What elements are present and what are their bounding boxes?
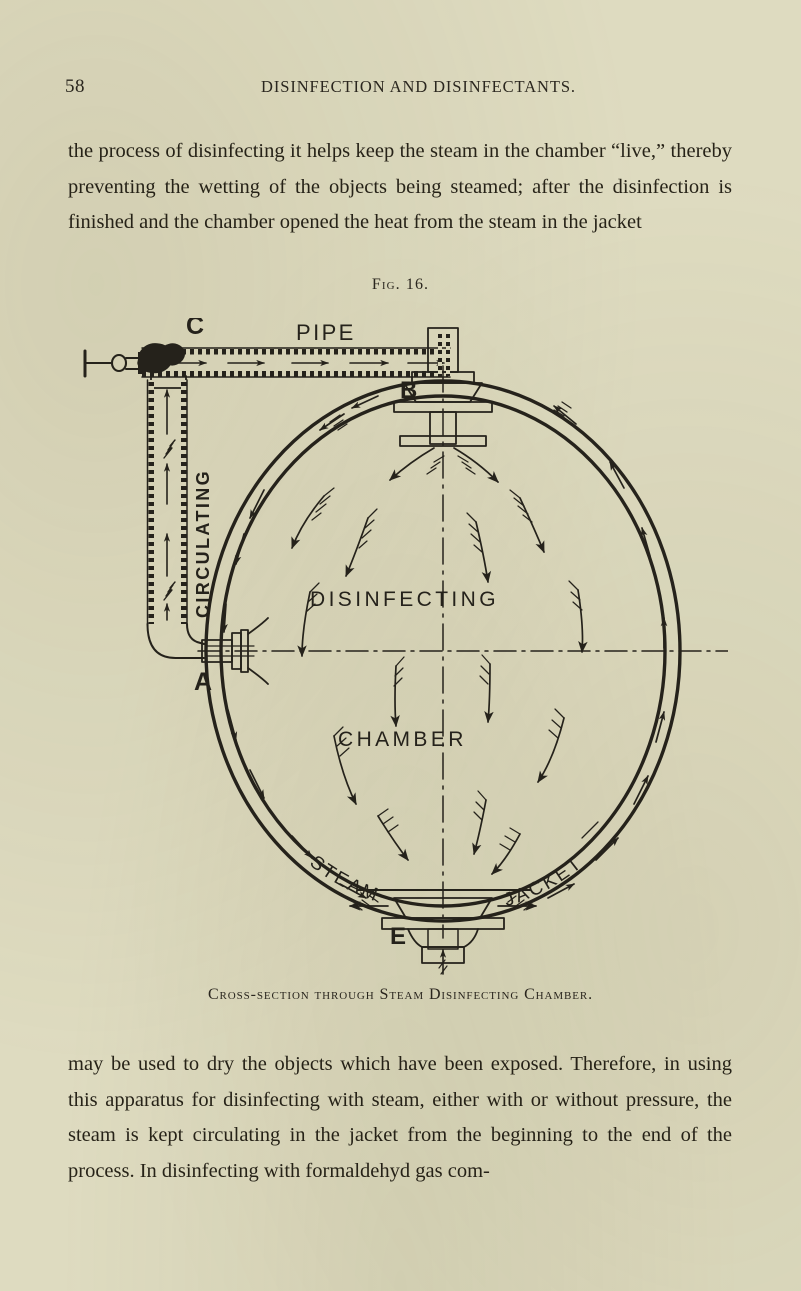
figure-label-disinfecting: DISINFECTING bbox=[310, 588, 499, 611]
figure-label-a: A bbox=[194, 668, 212, 696]
figure-label-c: C bbox=[186, 318, 204, 340]
figure-illustration: C PIPE B CIRCULATING A DISINFECTING CHAM… bbox=[78, 318, 728, 978]
figure-label-jacket: JACKET bbox=[502, 852, 588, 911]
body-paragraph-top: the process of disinfecting it helps kee… bbox=[68, 134, 732, 241]
running-head: 58 Disinfection and Disinfectants. bbox=[65, 76, 736, 100]
paragraph-text: may be used to dry the objects which hav… bbox=[68, 1053, 732, 1182]
figure-number-label: Fig. 16. bbox=[371, 276, 430, 293]
page-number: 58 bbox=[65, 76, 85, 97]
figure-label-e: E bbox=[390, 923, 406, 950]
figure-caption: Cross-section through Steam Disinfecting… bbox=[207, 986, 594, 1003]
running-head-title: Disinfection and Disinfectants. bbox=[261, 77, 576, 96]
figure-label-circulating: CIRCULATING bbox=[193, 469, 213, 618]
figure-label-b: B bbox=[400, 377, 417, 404]
paragraph-text: the process of disinfecting it helps kee… bbox=[68, 140, 732, 233]
figure-label-pipe: PIPE bbox=[296, 320, 356, 345]
figure-label-chamber: CHAMBER bbox=[338, 728, 467, 751]
body-paragraph-bottom: may be used to dry the objects which hav… bbox=[68, 1047, 732, 1189]
